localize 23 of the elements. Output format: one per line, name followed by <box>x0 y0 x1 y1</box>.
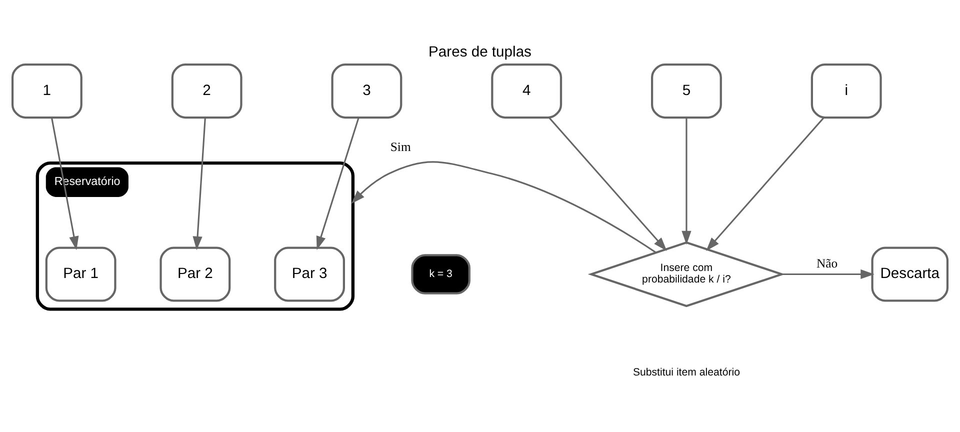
arrow <box>50 118 79 250</box>
arrow <box>192 118 206 250</box>
node-box: 3 <box>331 64 402 119</box>
edge-label: Não <box>816 256 838 270</box>
node-box: 2 <box>171 64 242 119</box>
arrow <box>782 269 874 280</box>
node-box: i <box>810 64 882 119</box>
node-box: Par 2 <box>160 246 231 302</box>
node-box: Par 3 <box>274 246 345 302</box>
node-box: Descarta <box>871 246 949 302</box>
arrow <box>548 117 667 251</box>
node-box: k = 3 <box>411 254 470 294</box>
label: Substitui item aleatório <box>632 366 740 378</box>
arrow <box>316 117 360 250</box>
arrow <box>351 161 656 254</box>
node-box: 1 <box>11 64 82 119</box>
node-box: 5 <box>651 64 722 119</box>
arrow <box>682 118 692 245</box>
node-box: 4 <box>491 64 562 119</box>
node-box: Par 1 <box>45 246 116 302</box>
arrow <box>706 117 824 251</box>
diagram-title: Pares de tuplas <box>428 44 532 60</box>
edge-label: Sim <box>390 140 411 154</box>
